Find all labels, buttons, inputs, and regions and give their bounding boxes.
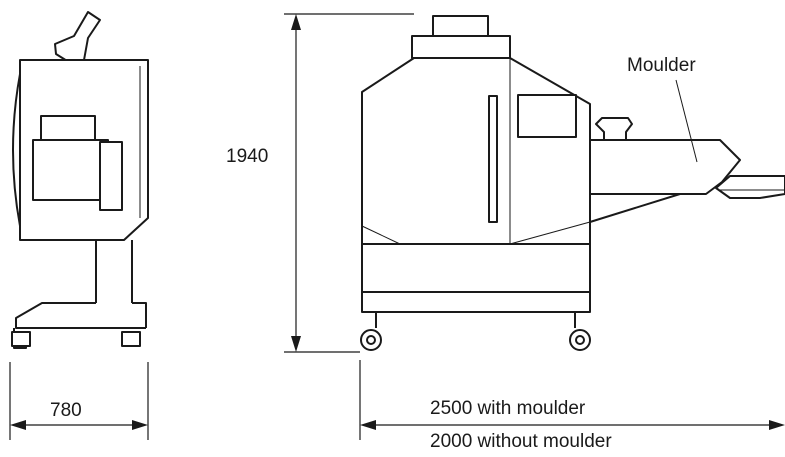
length-dimension: 2500 with moulder 2000 without moulder — [359, 360, 785, 452]
side-view-cross-brace — [15, 302, 147, 329]
height-dimension: 1940 — [226, 13, 414, 353]
side-view-front-curve — [12, 73, 21, 227]
height-label: 1940 — [226, 146, 268, 167]
front-view-castor-right-hub — [575, 335, 585, 345]
width-arrow-right — [132, 420, 148, 430]
side-view-castor-left-wheel — [11, 331, 31, 347]
front-view-castor-left-hub — [366, 335, 376, 345]
height-arrow-bottom — [291, 336, 301, 352]
side-view-chute — [54, 11, 101, 65]
front-view-inspection-window — [517, 94, 577, 138]
side-width-label: 780 — [50, 400, 82, 421]
side-view-side-plate — [99, 141, 123, 211]
front-view-lower-chamfer-right — [509, 221, 591, 245]
moulder-label: Moulder — [627, 55, 696, 76]
side-view — [11, 11, 149, 349]
side-view-gearbox — [32, 139, 109, 201]
front-view-door-handle — [488, 95, 498, 223]
moulder-callout: Moulder — [627, 55, 698, 163]
length-arrow-left — [360, 420, 376, 430]
moulder-leader-line — [675, 79, 698, 163]
length-arrow-right — [769, 420, 785, 430]
length-without-moulder-label: 2000 without moulder — [430, 431, 612, 452]
moulder-support-strut — [589, 193, 681, 223]
side-width-dimension: 780 — [9, 362, 149, 440]
moulder-assembly — [589, 117, 785, 223]
front-view — [360, 15, 591, 351]
moulder-feeder — [595, 117, 633, 141]
moulder-conveyor-tray — [715, 175, 785, 199]
length-with-moulder-label: 2500 with moulder — [430, 398, 586, 419]
side-view-motor-box — [40, 115, 96, 143]
front-view-lower-chamfer-left — [361, 225, 401, 245]
side-view-castor-right-wheel — [121, 331, 141, 347]
width-arrow-left — [10, 420, 26, 430]
front-view-hopper-base — [411, 35, 511, 59]
front-view-hopper-top — [432, 15, 489, 39]
height-arrow-top — [291, 14, 301, 30]
side-view-column — [95, 240, 133, 303]
